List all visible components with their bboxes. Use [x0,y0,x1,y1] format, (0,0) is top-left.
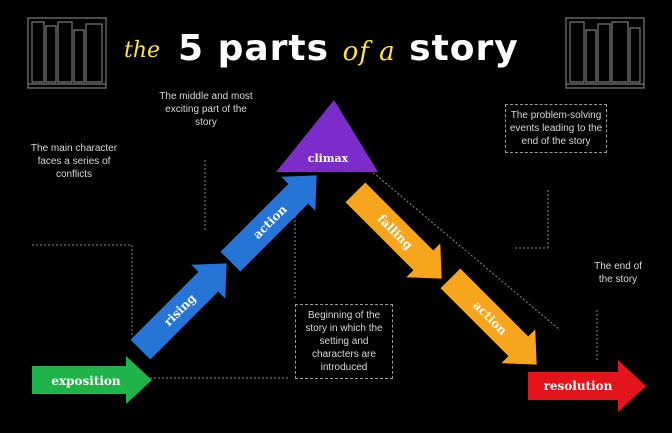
note-resolution: The end of the story [594,261,642,285]
action-arrow [220,175,317,272]
resolution-arrow [528,360,646,412]
title-main-b: story [395,28,519,69]
label-exposition: exposition [51,374,121,388]
label-resolution: resolution [544,379,613,393]
exposition-arrow [32,356,152,404]
falling-arrow [345,182,442,279]
note-rising: The middle and most exciting part of the… [159,91,253,128]
note-exposition: The main character faces a series of con… [30,143,118,180]
climax-triangle [276,100,378,172]
rising-arrow [130,263,227,360]
title-main: 5 parts of a story [178,28,519,69]
note-falling: The problem-solving events leading to th… [505,104,607,153]
bookshelf-icon-right [565,17,645,89]
bookshelf-icon-left [27,17,107,89]
label-climax: climax [308,152,349,165]
falling-action-arrow [440,268,537,365]
title-main-a: 5 parts [178,28,343,69]
note-beginning: Beginning of the story in which the sett… [295,304,393,379]
title-the: the [124,38,161,63]
page-title: the 5 parts of a story [120,20,560,80]
title-of-a: of a [342,37,396,67]
